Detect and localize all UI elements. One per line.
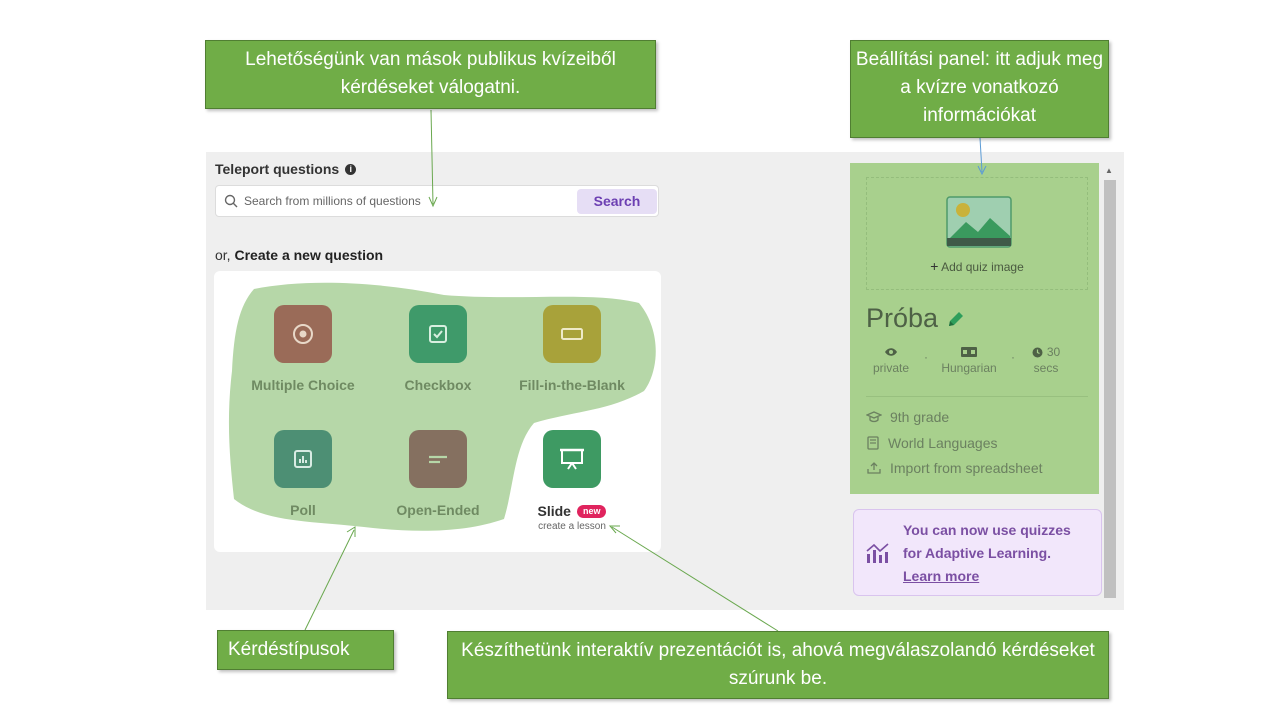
callout-question-types: Kérdéstípusok [217,630,394,670]
scrollbar-thumb[interactable] [1104,180,1116,598]
create-heading-text: Create a new question [234,247,384,263]
type-fill-in-the-blank[interactable]: Fill-in-the-Blank [507,305,637,393]
create-question-heading: or, Create a new question [215,247,383,263]
checkbox-tile[interactable] [409,305,467,363]
type-label: Fill-in-the-Blank [519,377,625,393]
quiz-title: Próba [866,303,939,333]
blank-box-icon [561,328,583,340]
upload-icon [867,462,881,474]
meta-visibility[interactable]: private [856,344,926,376]
eye-icon [856,344,926,360]
arrow-settings [979,137,983,173]
callout-slide: Készíthetünk interaktív prezentációt is,… [447,631,1109,699]
type-label: Checkbox [404,377,472,393]
new-badge: new [576,504,607,518]
slide-label: Slide [537,503,571,519]
plus-icon: + [930,258,939,274]
type-slide[interactable]: Slide new create a lesson [507,430,637,532]
search-button[interactable]: Search [577,189,657,214]
graduation-cap-icon [866,411,882,423]
bar-chart-icon [294,450,312,468]
quiz-image-dropzone[interactable] [866,177,1088,290]
visibility-value: private [872,361,910,375]
subject-row[interactable]: World Languages [866,435,997,451]
meta-separator: · [924,350,928,364]
adaptive-text: You can now use quizzes for Adaptive Lea… [903,519,1093,588]
book-icon [867,436,879,450]
arrow-search [430,109,434,205]
create-prefix: or, [215,247,231,263]
slide-tile[interactable] [543,430,601,488]
teleport-heading: Teleport questions i [215,161,357,177]
presentation-icon [560,448,584,470]
fill-blank-tile[interactable] [543,305,601,363]
settings-divider [866,396,1088,397]
import-spreadsheet-row[interactable]: Import from spreadsheet [866,460,1043,476]
text-lines-icon [429,455,447,464]
poll-tile[interactable] [274,430,332,488]
add-quiz-image-label: Add quiz image [941,260,1024,274]
translate-icon [934,344,1004,360]
type-label: Open-Ended [396,502,480,518]
multiple-choice-tile[interactable] [274,305,332,363]
arrow-types [304,529,355,631]
callout-search: Lehetőségünk van mások publikus kvízeibő… [205,40,656,109]
grade-row[interactable]: 9th grade [866,409,949,425]
grade-value: 9th grade [890,409,950,425]
adaptive-learning-banner: You can now use quizzes for Adaptive Lea… [853,509,1102,596]
adaptive-message: You can now use quizzes for Adaptive Lea… [903,522,1071,561]
pencil-icon[interactable] [946,309,966,329]
search-box: Search [215,185,659,217]
meta-separator: · [1011,350,1015,364]
type-label: Multiple Choice [251,377,355,393]
teleport-title: Teleport questions [215,161,340,177]
learn-more-link[interactable]: Learn more [903,568,980,584]
add-quiz-image[interactable]: + Add quiz image [866,258,1088,274]
adaptive-chart-icon [866,543,889,563]
type-checkbox[interactable]: Checkbox [373,305,503,393]
slide-sub-label: create a lesson [538,521,606,532]
quiz-title-row: Próba [866,303,966,334]
type-open-ended[interactable]: Open-Ended [373,430,503,518]
search-input[interactable] [244,192,564,210]
info-icon[interactable]: i [345,163,357,175]
meta-time[interactable]: 30 secs [1011,344,1081,376]
time-value: 30 [1046,345,1061,359]
type-label: Poll [290,502,316,518]
time-row: 30 [1011,344,1081,360]
meta-language[interactable]: Hungarian [934,344,1004,376]
type-poll[interactable]: Poll [238,430,368,518]
open-ended-tile[interactable] [409,430,467,488]
search-icon [224,194,238,208]
type-multiple-choice[interactable]: Multiple Choice [238,305,368,393]
language-value: Hungarian [941,361,997,375]
scroll-up-arrow-icon[interactable]: ▲ [1105,166,1113,175]
question-types-card: Multiple Choice Checkbox Fill-in-the-Bla… [214,271,661,552]
clock-icon [1032,347,1043,357]
import-label: Import from spreadsheet [890,460,1043,476]
checkbox-icon [429,325,447,343]
arrow-slide [611,526,779,632]
target-icon [293,324,313,344]
time-unit: secs [1033,361,1059,375]
callout-settings: Beállítási panel: itt adjuk meg a kvízre… [850,40,1109,138]
subject-value: World Languages [888,435,998,451]
slide-label-row: Slide new [507,503,637,519]
image-placeholder-icon [946,196,1012,248]
